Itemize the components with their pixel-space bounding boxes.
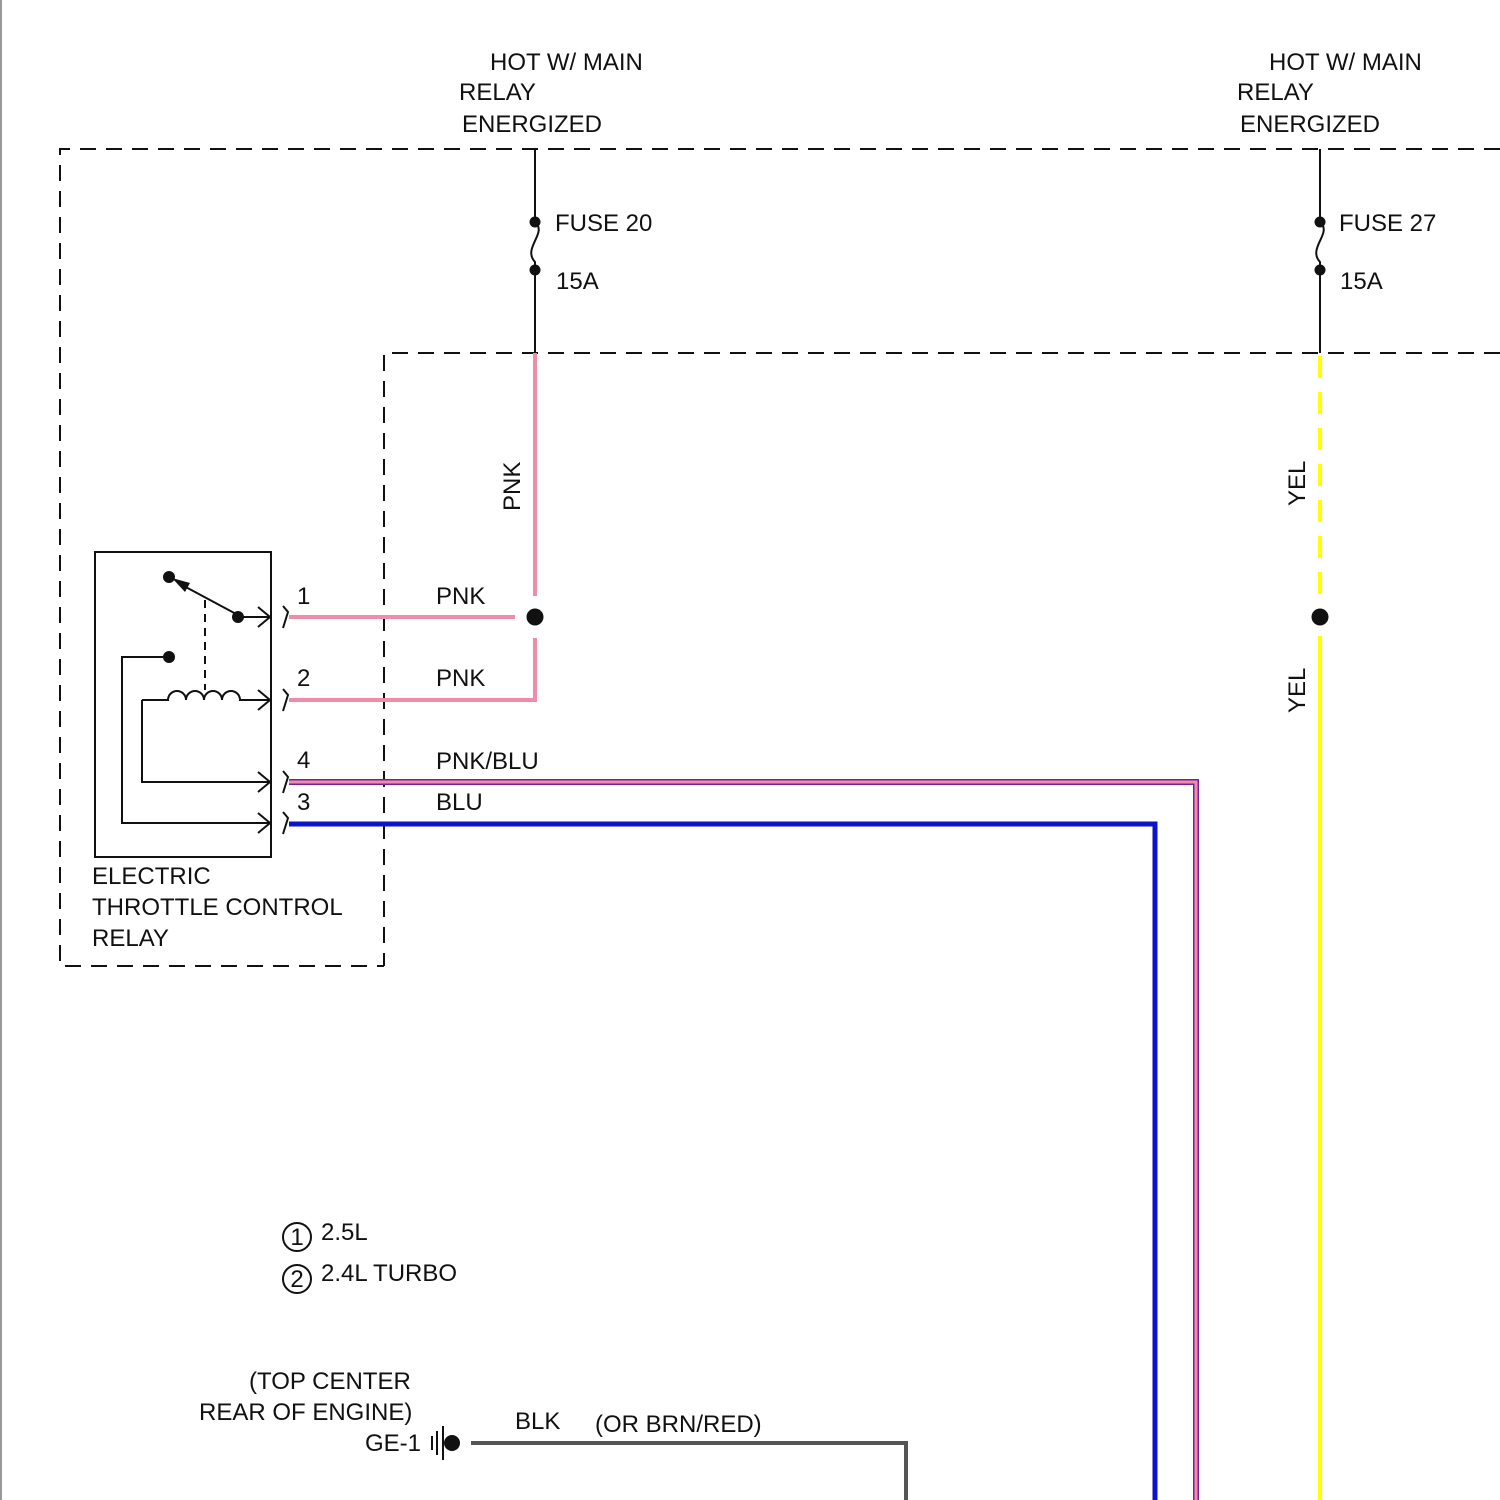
hot-label-right-line1: HOT W/ MAIN: [1269, 49, 1422, 76]
relay-coil-icon: [142, 691, 270, 700]
pin3-wire-label: BLU: [436, 789, 483, 816]
fuse-27-icon: [1316, 222, 1324, 270]
legend-marker-number: 1: [290, 1224, 303, 1251]
relay-name-line1: ELECTRIC: [92, 863, 211, 890]
outer-dashed-boundary: [60, 149, 1500, 966]
pnk-blu-wire-tracer: [289, 782, 1196, 1500]
relay-coil-return: [142, 700, 270, 782]
pnk-wire-pin2: [289, 638, 535, 700]
pin1-wire-label: PNK: [436, 583, 485, 610]
hot-label-right-line2: RELAY: [1237, 79, 1314, 106]
relay-name-line2: THROTTLE CONTROL: [92, 894, 343, 921]
relay-switch-pivot: [163, 571, 175, 583]
pnk-blu-wire: [289, 782, 1196, 1500]
relay-pin-number: 2: [297, 665, 310, 692]
pin4-wire-label: PNK/BLU: [436, 748, 539, 775]
fuse-27-rating: 15A: [1340, 268, 1383, 295]
ground-icon: [432, 1426, 443, 1460]
relay-name-line3: RELAY: [92, 925, 169, 952]
legend-marker-number: 2: [290, 1266, 303, 1293]
pnk-wire-vertical-label: PNK: [499, 462, 526, 511]
ground-terminal-dot: [444, 1435, 460, 1451]
hot-label-left-line3: ENERGIZED: [462, 111, 602, 138]
relay-switch-arm: [182, 585, 238, 615]
relay-pin-number: 4: [297, 747, 310, 774]
ground-location-line1: (TOP CENTER: [249, 1368, 411, 1395]
ground-location-line2: REAR OF ENGINE): [199, 1399, 412, 1426]
fuse-20-name: FUSE 20: [555, 210, 652, 237]
yel-wire-lower-label: YEL: [1284, 668, 1311, 713]
pnk-splice-dot: [527, 609, 544, 626]
relay-pin-number: 1: [297, 583, 310, 610]
ground-id: GE-1: [365, 1430, 421, 1457]
inner-dashed-boundary: [384, 353, 1500, 966]
legend-item-text: 2.4L TURBO: [321, 1260, 457, 1287]
yel-wire-upper-label: YEL: [1284, 461, 1311, 506]
yel-splice-dot: [1312, 609, 1329, 626]
relay-switch-arrow-icon: [172, 578, 190, 592]
fuse-20-rating: 15A: [556, 268, 599, 295]
relay-pin-number: 3: [297, 789, 310, 816]
blk-ground-wire: [471, 1443, 906, 1500]
legend-item-text: 2.5L: [321, 1219, 368, 1246]
ground-alt-wire-label: (OR BRN/RED): [595, 1411, 762, 1438]
pin2-wire-label: PNK: [436, 665, 485, 692]
hot-label-right-line3: ENERGIZED: [1240, 111, 1380, 138]
fuse-27-name: FUSE 27: [1339, 210, 1436, 237]
relay-nc-return: [122, 657, 270, 823]
fuse-20-icon: [531, 222, 539, 270]
ground-wire-label: BLK: [515, 1408, 560, 1435]
hot-label-left-line2: RELAY: [459, 79, 536, 106]
hot-label-left-line1: HOT W/ MAIN: [490, 49, 643, 76]
blu-wire: [289, 824, 1155, 1500]
